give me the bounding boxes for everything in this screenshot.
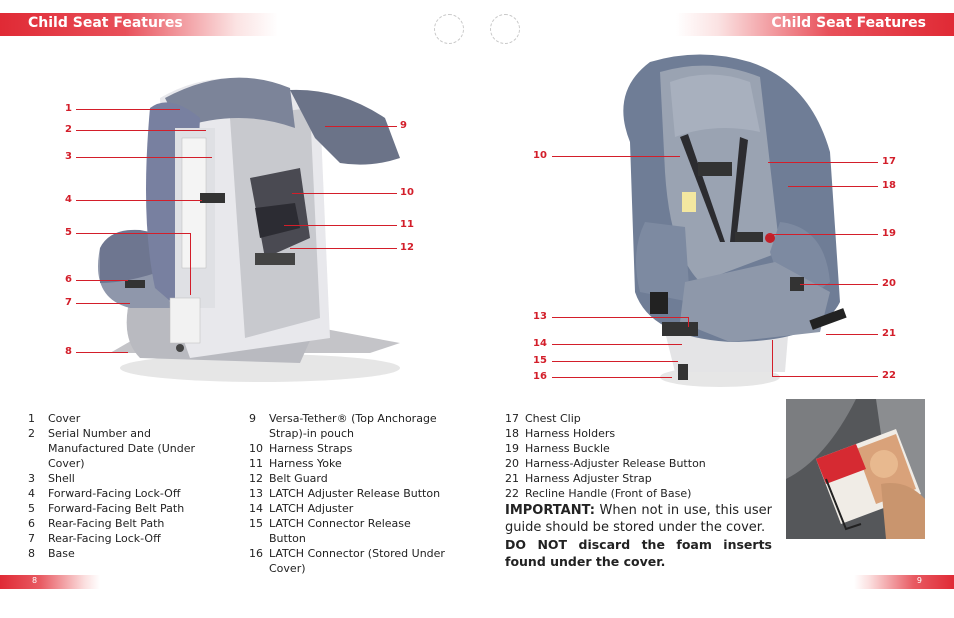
callout-21: 21 (882, 328, 896, 339)
callout-20: 20 (882, 278, 896, 289)
leader-line-2 (76, 130, 206, 131)
left-page-title: Child Seat Features (28, 15, 183, 31)
leader-line-10-right (552, 156, 680, 157)
callout-12: 12 (400, 242, 414, 253)
left-footer-bar: 8 (0, 575, 100, 589)
leader-line-14 (552, 344, 682, 345)
leader-line-22 (772, 376, 878, 377)
seat-rear-illustration (98, 77, 400, 382)
leader-line-20 (800, 284, 878, 285)
callout-22: 22 (882, 370, 896, 381)
callout-4: 4 (65, 194, 72, 205)
right-header-bar: Child Seat Features (676, 13, 954, 36)
important-text: When not in use, this user guide should … (505, 503, 772, 535)
leader-line-5 (76, 233, 190, 234)
right-footer-bar: 9 (854, 575, 954, 589)
callout-7: 7 (65, 297, 72, 308)
leader-line-22-vertical (772, 340, 773, 376)
leader-line-16 (552, 377, 672, 378)
callout-9: 9 (400, 120, 407, 131)
callout-10-left: 10 (400, 187, 414, 198)
leader-line-7 (76, 303, 130, 304)
important-label: IMPORTANT: (505, 503, 595, 518)
leader-line-12 (290, 248, 397, 249)
leader-line-15 (552, 361, 678, 362)
leader-line-1 (76, 109, 180, 110)
callout-11: 11 (400, 219, 414, 230)
left-page-number: 8 (32, 576, 38, 585)
leader-line-8 (76, 352, 128, 353)
leader-line-19 (768, 234, 878, 235)
callout-5: 5 (65, 227, 72, 238)
callout-13: 13 (533, 311, 547, 322)
leader-line-3 (76, 157, 212, 158)
callout-10-right: 10 (533, 150, 547, 161)
registration-mark-right (490, 14, 520, 44)
leader-line-10-left (292, 193, 397, 194)
important-note: IMPORTANT: When not in use, this user gu… (505, 502, 772, 570)
callout-3: 3 (65, 151, 72, 162)
callout-8: 8 (65, 346, 72, 357)
leader-line-18 (788, 186, 878, 187)
leader-line-11 (284, 225, 397, 226)
leader-line-13 (552, 317, 688, 318)
leader-line-5-vertical (190, 233, 191, 295)
right-page-number: 9 (916, 576, 922, 585)
important-bold-text: DO NOT discard the foam inserts found un… (505, 537, 772, 569)
callout-14: 14 (533, 338, 547, 349)
left-header-bar: Child Seat Features (0, 13, 278, 36)
callout-19: 19 (882, 228, 896, 239)
callout-2: 2 (65, 124, 72, 135)
leader-line-17 (768, 162, 878, 163)
guide-storage-photo (786, 399, 925, 539)
seat-front-illustration (623, 54, 847, 387)
leader-line-4 (76, 200, 202, 201)
right-page-title: Child Seat Features (771, 15, 926, 31)
callout-17: 17 (882, 156, 896, 167)
callout-18: 18 (882, 180, 896, 191)
callout-16: 16 (533, 371, 547, 382)
callout-6: 6 (65, 274, 72, 285)
callout-1: 1 (65, 103, 72, 114)
guide-storage-photo-graphic (786, 399, 925, 539)
leader-line-9 (325, 126, 397, 127)
leader-line-21 (826, 334, 878, 335)
leader-line-6 (76, 280, 128, 281)
callout-15: 15 (533, 355, 547, 366)
registration-mark-left (434, 14, 464, 44)
leader-line-13-vertical (688, 317, 689, 327)
